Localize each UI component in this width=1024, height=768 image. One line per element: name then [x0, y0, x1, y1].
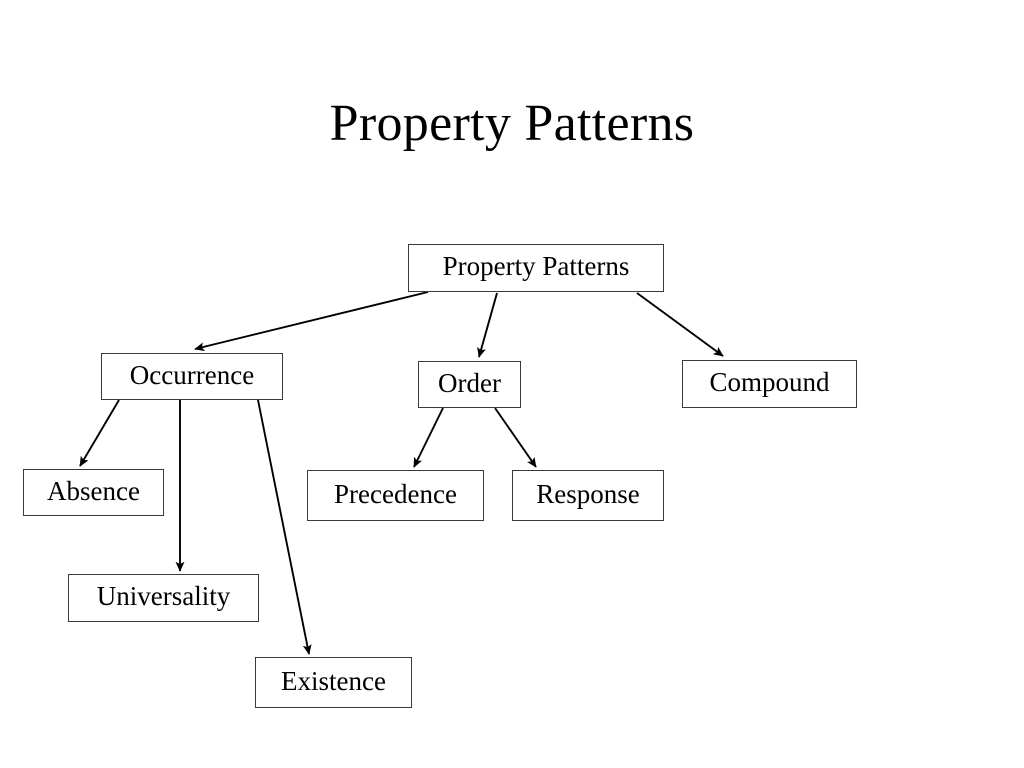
node-existence[interactable]: Existence: [255, 657, 412, 708]
edge-root-occurrence: [194, 291, 429, 352]
node-compound[interactable]: Compound: [682, 360, 857, 408]
edge-order-response: [494, 407, 537, 468]
node-response[interactable]: Response: [512, 470, 664, 521]
node-universality[interactable]: Universality: [68, 574, 259, 622]
node-label: Compound: [709, 367, 830, 397]
node-label: Universality: [96, 581, 231, 611]
node-label: Precedence: [334, 478, 457, 509]
node-label: Response: [536, 478, 640, 509]
node-absence[interactable]: Absence: [23, 469, 164, 516]
edge-root-compound: [636, 292, 724, 357]
edge-occurrence-absence: [79, 399, 120, 467]
node-property-patterns[interactable]: Property Patterns: [408, 244, 664, 292]
node-label: Property Patterns: [442, 251, 630, 281]
node-precedence[interactable]: Precedence: [307, 470, 484, 521]
node-occurrence[interactable]: Occurrence: [101, 353, 283, 400]
node-label: Occurrence: [129, 359, 255, 390]
node-label: Absence: [47, 475, 140, 506]
node-order[interactable]: Order: [418, 361, 521, 408]
node-label: Existence: [281, 665, 386, 696]
page-title: Property Patterns: [329, 95, 695, 152]
edge-occurrence-existence: [257, 399, 312, 655]
edge-root-order: [477, 292, 498, 358]
node-label: Order: [438, 367, 501, 398]
edge-order-precedence: [413, 407, 444, 468]
